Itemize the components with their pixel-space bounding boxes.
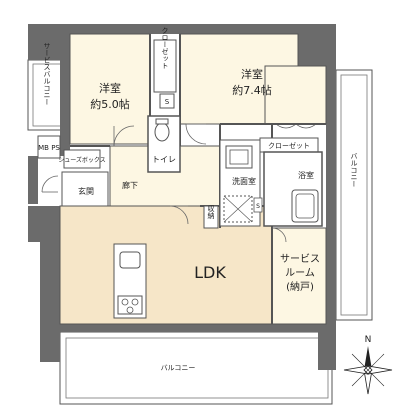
western-room-1-area: 約5.0帖 <box>90 97 130 111</box>
service-balcony-label: サービスバルコニー <box>43 43 51 106</box>
entrance-floor <box>61 171 109 207</box>
outer-walls <box>28 24 336 370</box>
bathroom: 浴室 <box>263 151 323 227</box>
stock-label: 収納 <box>207 205 215 220</box>
toilet-room: トイレ <box>147 115 181 173</box>
kitchen-counter <box>113 243 147 319</box>
mb-ps: MB PS <box>37 135 61 159</box>
closet-2-label: クローゼット <box>268 141 310 150</box>
ldk-label: LDK <box>194 263 226 282</box>
storage-s1-label: S <box>165 98 170 106</box>
right-balcony <box>335 69 373 321</box>
bottom-balcony <box>59 331 333 405</box>
stock-storage: 収納 <box>203 205 219 229</box>
compass-icon: N <box>343 335 393 395</box>
bathroom-label: 浴室 <box>298 170 314 180</box>
bottom-balcony-label: バルコニー <box>161 364 196 372</box>
western-room-1-name: 洋室 <box>99 81 121 95</box>
toilet-label: トイレ <box>152 155 176 164</box>
western-room-2-floor-ext <box>264 65 327 125</box>
washroom-label: 洗面室 <box>232 176 256 186</box>
western-room-2-name: 洋室 <box>241 67 263 81</box>
doors <box>41 123 287 243</box>
western-room-2-area: 約7.4帖 <box>232 83 272 97</box>
entrance-label: 玄関 <box>78 186 94 196</box>
closet-1-label: クローゼット <box>161 27 169 69</box>
closet-2: クローゼット <box>259 137 319 153</box>
storage-s2 <box>253 197 263 213</box>
closet-2-doors <box>275 123 317 129</box>
storage-s1 <box>159 93 175 109</box>
service-room-floor <box>271 227 327 325</box>
closet-1: クローゼット <box>153 27 177 93</box>
hallway-label: 廊下 <box>122 180 138 190</box>
service-room-line3: (納戸) <box>286 280 314 293</box>
right-balcony-label: バルコニー <box>350 153 358 188</box>
service-room-line2: ルーム <box>285 267 315 279</box>
service-room-line1: サービス <box>280 253 320 265</box>
shoes-box: シューズボックス <box>58 149 106 169</box>
shoes-box-label: シューズボックス <box>58 156 106 164</box>
storage-s2-label: S <box>256 203 260 210</box>
washroom: 洗面室 <box>219 139 261 227</box>
mb-ps-label: MB PS <box>38 144 60 152</box>
compass-north: N <box>365 335 372 345</box>
